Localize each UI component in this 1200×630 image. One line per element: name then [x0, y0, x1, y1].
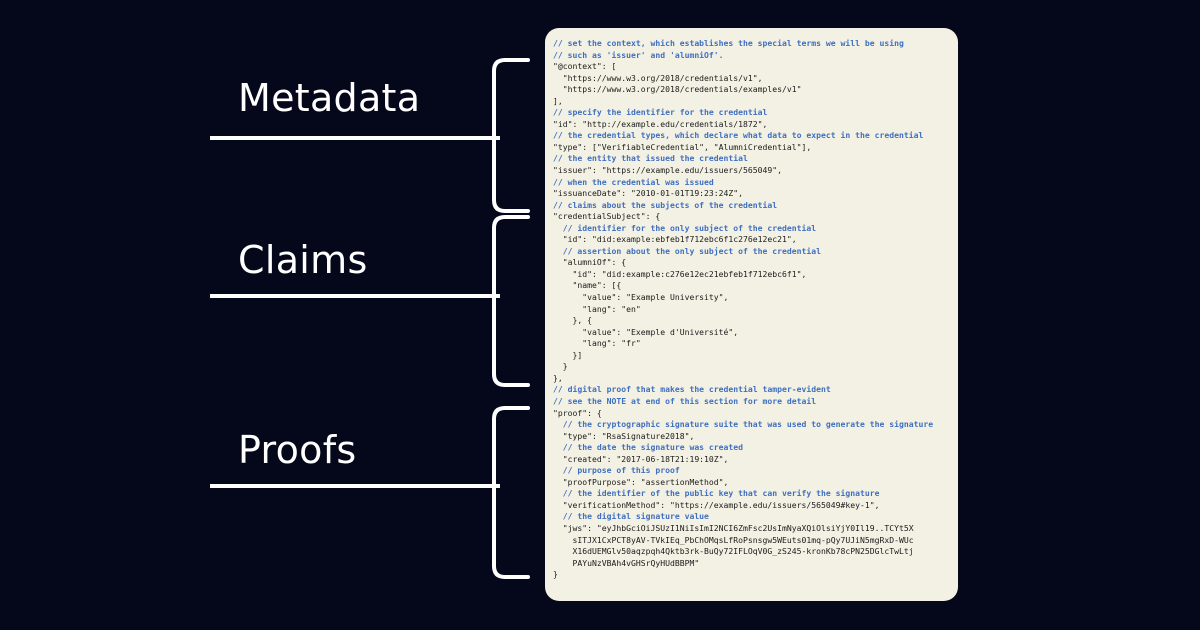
- code-comment-line: // specify the identifier for the creden…: [553, 107, 768, 118]
- code-comment-line: // the entity that issued the credential: [553, 153, 748, 164]
- code-comment-line: // set the context, which establishes th…: [553, 38, 904, 48]
- code-comment-line: // when the credential was issued: [553, 176, 714, 187]
- code-listing: // set the context, which establishes th…: [553, 38, 950, 581]
- code-line: "name": [{: [553, 280, 622, 291]
- claims-label: Claims: [238, 238, 368, 282]
- code-line: "id": "http://example.edu/credentials/18…: [553, 118, 768, 129]
- metadata-rule: [210, 136, 500, 140]
- claims-rule: [210, 294, 500, 298]
- code-line: }, {: [553, 315, 592, 326]
- code-line: "id": "did:example:ebfeb1f712ebc6f1c276e…: [553, 234, 797, 245]
- code-line: "value": "Exemple d'Université",: [553, 326, 739, 337]
- code-line: "@context": [: [553, 61, 617, 72]
- code-comment-line: // see the NOTE at end of this section f…: [553, 395, 817, 406]
- code-line: "id": "did:example:c276e12ec21ebfeb1f712…: [553, 268, 807, 279]
- code-line: }: [553, 569, 558, 580]
- code-comment-line: // the date the signature was created: [553, 442, 744, 453]
- code-comment-line: // the credential types, which declare w…: [553, 130, 924, 141]
- code-line: "value": "Example University",: [553, 292, 729, 303]
- code-line: "issuanceDate": "2010-01-01T19:23:24Z",: [553, 188, 744, 199]
- code-line: "lang": "en": [553, 303, 641, 314]
- code-comment-line: // the cryptographic signature suite tha…: [553, 419, 934, 430]
- code-line: "alumniOf": {: [553, 257, 627, 268]
- code-comment-line: // assertion about the only subject of t…: [553, 245, 822, 256]
- code-line: "https://www.w3.org/2018/credentials/v1"…: [553, 72, 763, 83]
- code-line: "credentialSubject": {: [553, 211, 661, 222]
- code-line: X16dUEMGlv50aqzpqh4Qktb3rk-BuQy72IFLOqV0…: [553, 546, 914, 557]
- proofs-rule: [210, 484, 500, 488]
- code-comment-line: // purpose of this proof: [553, 465, 680, 476]
- code-comment-line: // digital proof that makes the credenti…: [553, 384, 831, 395]
- code-line: }]: [553, 349, 583, 360]
- proofs-bracket: [492, 406, 530, 579]
- code-line: "verificationMethod": "https://example.e…: [553, 499, 880, 510]
- code-line: "proofPurpose": "assertionMethod",: [553, 476, 729, 487]
- credential-code-card: // set the context, which establishes th…: [545, 28, 958, 601]
- code-line: "proof": {: [553, 407, 602, 418]
- code-line: "issuer": "https://example.edu/issuers/5…: [553, 165, 783, 176]
- code-line: sITJX1CxPCT8yAV-TVkIEq_PbChOMqsLfRoPsnsg…: [553, 534, 914, 545]
- code-line: }: [553, 361, 568, 372]
- code-line: "lang": "fr": [553, 338, 641, 349]
- claims-bracket: [492, 215, 530, 387]
- proofs-label: Proofs: [238, 428, 357, 472]
- code-line: PAYuNzVBAh4vGHSrQyHUdBBPM": [553, 557, 700, 568]
- code-comment-line: // such as 'issuer' and 'alumniOf'.: [553, 49, 724, 60]
- metadata-label: Metadata: [238, 76, 421, 120]
- code-line: "jws": "eyJhbGciOiJSUzI1NiIsImI2NCI6ZmFs…: [553, 522, 914, 533]
- code-comment-line: // identifier for the only subject of th…: [553, 222, 817, 233]
- metadata-bracket: [492, 58, 530, 213]
- code-line: "https://www.w3.org/2018/credentials/exa…: [553, 84, 802, 95]
- code-line: "type": "RsaSignature2018",: [553, 430, 695, 441]
- code-comment-line: // the identifier of the public key that…: [553, 488, 880, 499]
- code-line: "type": ["VerifiableCredential", "Alumni…: [553, 141, 812, 152]
- code-line: "created": "2017-06-18T21:19:10Z",: [553, 453, 729, 464]
- code-line: ],: [553, 95, 563, 106]
- code-comment-line: // claims about the subjects of the cred…: [553, 199, 778, 210]
- code-comment-line: // the digital signature value: [553, 511, 709, 522]
- code-line: },: [553, 372, 563, 383]
